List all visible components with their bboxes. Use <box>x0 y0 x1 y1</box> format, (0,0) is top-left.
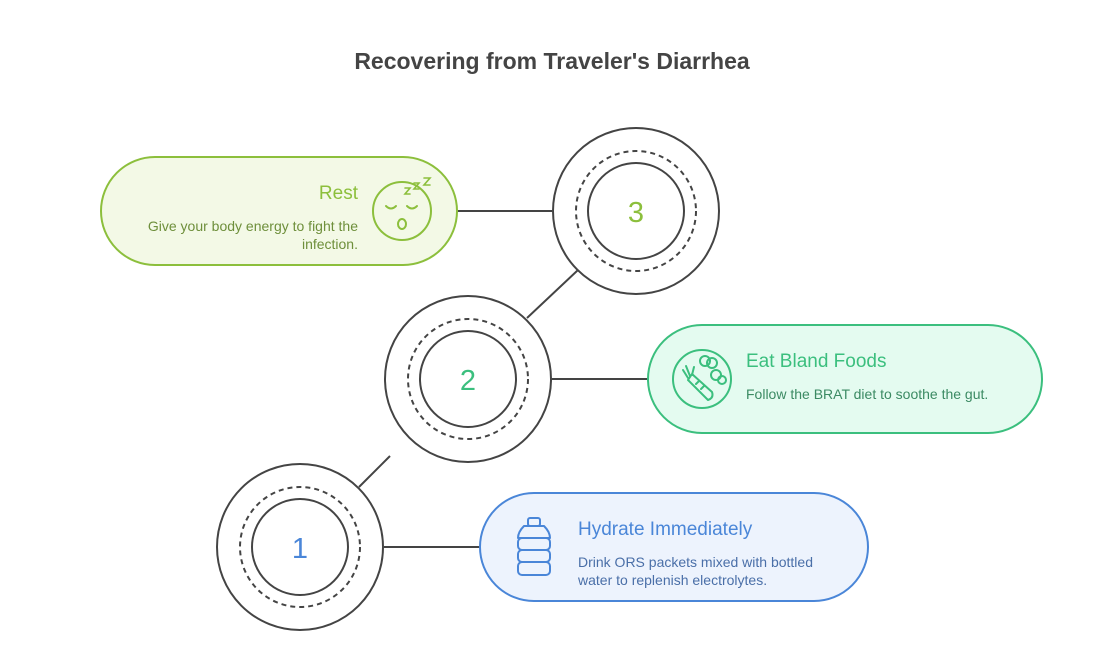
water-bottle-icon <box>517 517 551 576</box>
connector-step1-to-step2 <box>358 455 391 488</box>
hydrate-desc-line1: Drink ORS packets mixed with bottled <box>578 554 813 570</box>
bland-foods-title: Eat Bland Foods <box>746 351 886 372</box>
rest-card <box>100 156 458 266</box>
step-1-circle: 1 <box>216 463 384 631</box>
rest-title: Rest <box>319 183 359 204</box>
hydrate-title: Hydrate Immediately <box>578 519 753 540</box>
step-3-number: 3 <box>628 197 644 229</box>
hydrate-desc-line2: water to replenish electrolytes. <box>577 572 767 588</box>
step-1-number: 1 <box>292 533 308 565</box>
hydrate-card <box>479 492 869 602</box>
carrot-broccoli-icon <box>672 349 732 409</box>
rest-desc-line1: Give your body energy to fight the <box>148 218 358 234</box>
step-2-circle: 2 <box>384 295 552 463</box>
page-title: Recovering from Traveler's Diarrhea <box>354 48 750 74</box>
bland-foods-card <box>647 324 1043 434</box>
sleeping-face-icon <box>372 177 432 241</box>
step-2-number: 2 <box>460 365 476 397</box>
bland-foods-desc-line1: Follow the BRAT diet to soothe the gut. <box>746 386 988 402</box>
rest-desc-line2: infection. <box>302 236 358 252</box>
connector-lines <box>358 210 648 548</box>
step-3-circle: 3 <box>552 127 720 295</box>
connector-step2-to-step3 <box>526 269 579 319</box>
